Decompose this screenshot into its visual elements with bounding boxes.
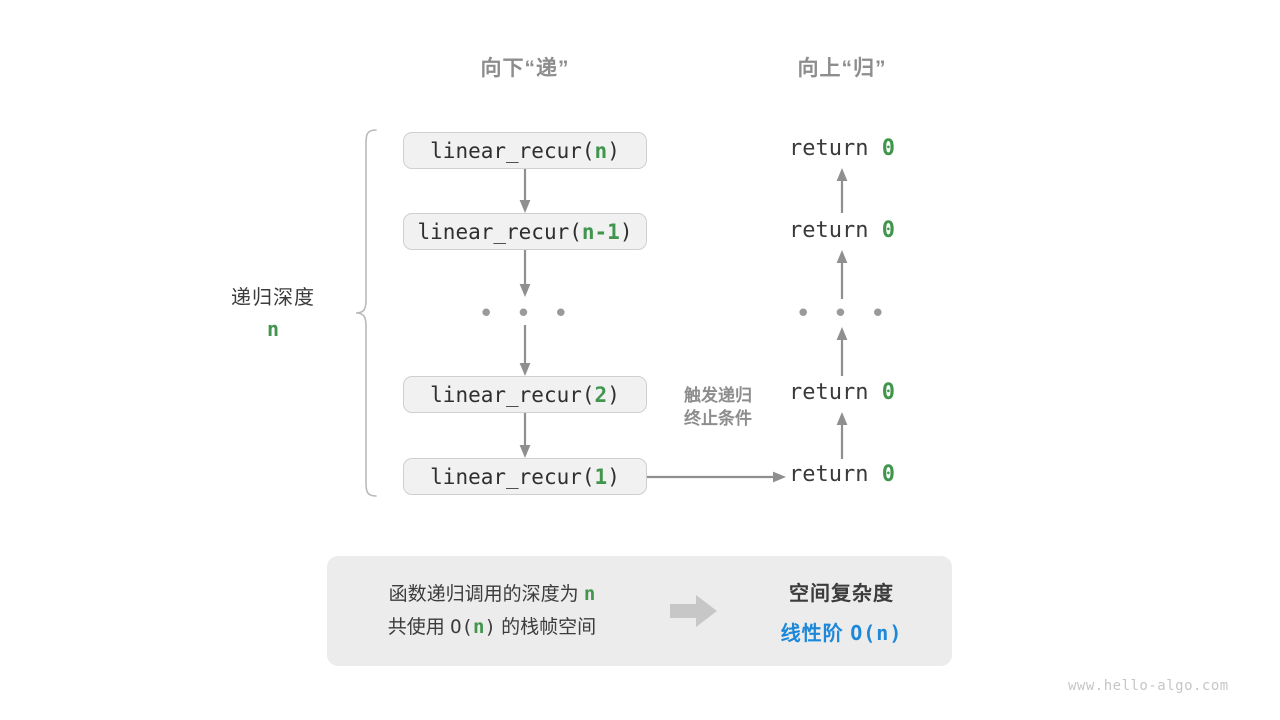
return-label-3: return 0: [742, 380, 942, 405]
summary-line-2: 共使用 O(n) 的栈帧空间: [327, 611, 657, 644]
call-box-n-prefix: linear_recur(: [430, 138, 595, 163]
call-box-n-minus-1[interactable]: linear_recur(n-1): [403, 213, 647, 250]
call-stack-ellipsis: • • •: [403, 301, 647, 327]
call-box-n-arg: n: [594, 138, 608, 163]
return-label-4: return 0: [742, 462, 942, 487]
return-label-2: return 0: [742, 218, 942, 243]
summary-line-2-bigo-open: O(: [450, 616, 473, 638]
call-box-2-arg: 2: [594, 382, 608, 407]
return-stack-ellipsis-text: • • •: [795, 299, 889, 329]
return-label-1: return 0: [742, 136, 942, 161]
summary-line-1: 函数递归调用的深度为 n: [327, 578, 657, 611]
base-case-note-line1: 触发递归: [684, 386, 752, 405]
summary-result-value: 线性阶 O(n): [731, 617, 952, 646]
base-case-arrow: [647, 468, 787, 486]
call-arrow-4: [515, 413, 535, 459]
summary-result-bigo-close: ): [889, 620, 903, 645]
summary-arrow: [657, 594, 731, 628]
call-box-2[interactable]: linear_recur(2): [403, 376, 647, 413]
summary-result-title: 空间复杂度: [789, 582, 894, 605]
call-box-1-arg: 1: [594, 464, 608, 489]
return-value-1: 0: [881, 136, 895, 161]
return-arrow-4: [832, 411, 852, 459]
call-box-2-suffix: ): [607, 382, 620, 407]
return-keyword-4: return: [789, 462, 869, 487]
summary-result: 空间复杂度 线性阶 O(n): [731, 577, 952, 646]
recursion-depth-brace: [352, 126, 380, 500]
return-keyword-2: return: [789, 218, 869, 243]
return-value-3: 0: [881, 380, 895, 405]
summary-line-1-text: 函数递归调用的深度为: [388, 583, 579, 605]
call-stack-ellipsis-text: • • •: [478, 299, 572, 329]
base-case-note-line2: 终止条件: [684, 408, 752, 428]
right-block-arrow-icon: [670, 594, 718, 628]
summary-line-2-bigo-close: ): [484, 616, 496, 638]
return-arrow-1: [832, 167, 852, 213]
call-box-n-minus-1-arg: n-1: [581, 219, 620, 244]
summary-result-order: 线性阶: [780, 622, 844, 645]
call-arrow-2: [515, 250, 535, 298]
summary-result-bigo-n: n: [876, 620, 890, 645]
summary-description: 函数递归调用的深度为 n 共使用 O(n) 的栈帧空间: [327, 578, 657, 645]
summary-line-1-n: n: [583, 582, 596, 605]
return-arrow-3: [832, 326, 852, 376]
return-value-4: 0: [881, 462, 895, 487]
summary-line-2-text-a: 共使用: [387, 617, 445, 638]
recursion-depth-title: 递归深度: [231, 287, 315, 309]
call-box-1-suffix: ): [607, 464, 620, 489]
header-descend: 向下“递”: [400, 52, 650, 82]
summary-result-bigo-open: O(: [850, 620, 877, 645]
return-arrow-2: [832, 249, 852, 299]
call-box-n-minus-1-prefix: linear_recur(: [417, 219, 582, 244]
call-arrow-3: [515, 325, 535, 377]
call-box-1[interactable]: linear_recur(1): [403, 458, 647, 495]
return-stack-ellipsis: • • •: [742, 301, 942, 327]
complexity-summary-panel: 函数递归调用的深度为 n 共使用 O(n) 的栈帧空间 空间复杂度 线性阶 O(…: [327, 556, 952, 666]
recursion-depth-value: n: [266, 317, 280, 341]
call-box-1-prefix: linear_recur(: [430, 464, 595, 489]
return-keyword-3: return: [789, 380, 869, 405]
summary-line-2-text-b: 的栈帧空间: [501, 617, 597, 638]
call-box-n[interactable]: linear_recur(n): [403, 132, 647, 169]
call-box-n-suffix: ): [607, 138, 620, 163]
call-box-n-minus-1-suffix: ): [619, 219, 633, 244]
header-ascend-label: 向上“归”: [797, 57, 887, 80]
base-case-note: 触发递归 终止条件: [645, 385, 791, 431]
watermark: www.hello-algo.com: [1068, 678, 1229, 694]
watermark-text: www.hello-algo.com: [1068, 678, 1229, 694]
summary-line-2-n: n: [472, 616, 485, 638]
return-keyword-1: return: [789, 136, 869, 161]
recursion-depth-label: 递归深度 n: [193, 281, 353, 341]
call-arrow-1: [515, 169, 535, 214]
header-ascend: 向上“归”: [717, 52, 967, 82]
return-value-2: 0: [881, 218, 895, 243]
call-box-2-prefix: linear_recur(: [430, 382, 595, 407]
header-descend-label: 向下“递”: [480, 57, 570, 80]
